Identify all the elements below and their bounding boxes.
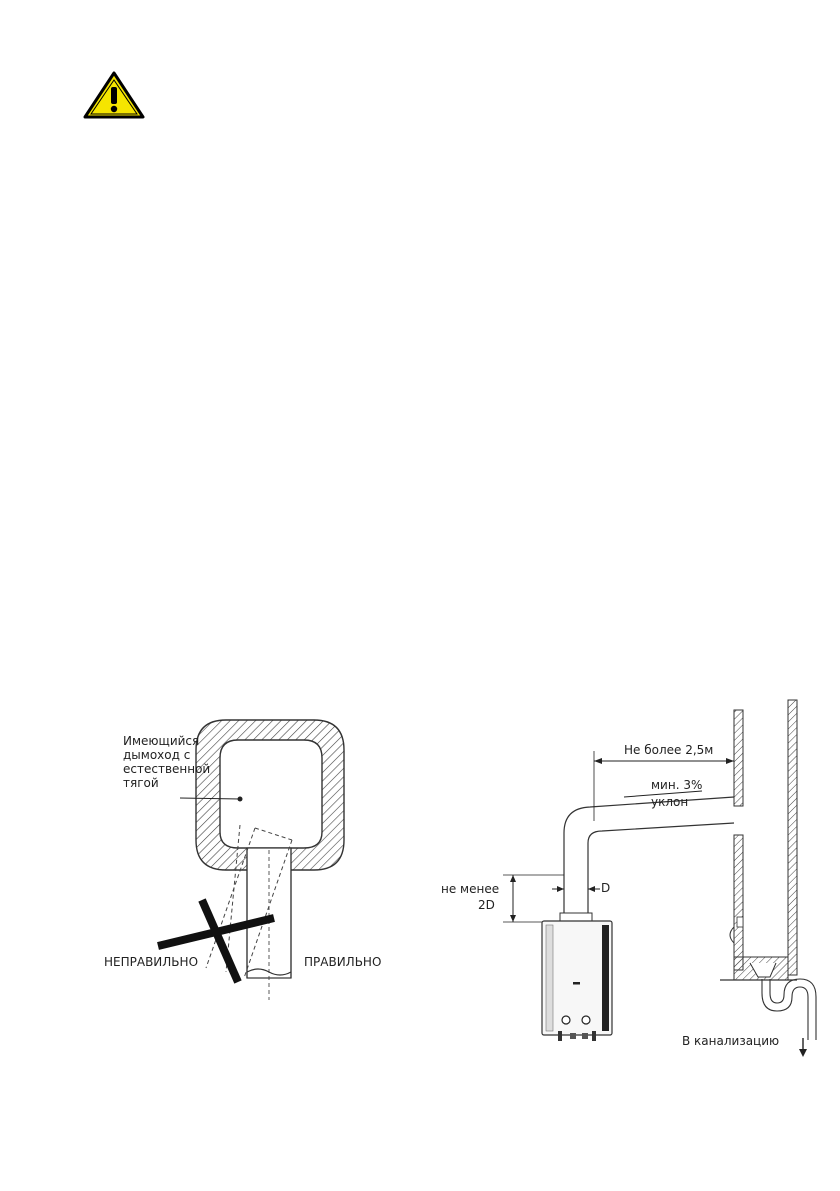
chimney-wall-right: [788, 700, 797, 975]
chimney-wall-left-lower: [734, 835, 743, 970]
diameter-label: D: [601, 881, 610, 895]
water-heater-icon: [542, 913, 612, 1041]
chimney-wall-left-upper: [734, 710, 743, 806]
min-height-label-2: 2D: [478, 898, 495, 912]
min-height-label-1: не менее: [441, 882, 499, 896]
drain-label: В канализацию: [682, 1034, 779, 1048]
wrong-label: НЕПРАВИЛЬНО: [104, 955, 198, 969]
slope-bottom-label: уклон: [651, 795, 688, 809]
drain-trap: [762, 979, 816, 1040]
chimney-label: Имеющийся дымоход с естественной тягой: [123, 734, 213, 790]
warning-sign: [82, 70, 146, 120]
warning-triangle-icon: [82, 70, 146, 120]
max-length-label: Не более 2,5м: [624, 743, 713, 757]
correct-label: ПРАВИЛЬНО: [304, 955, 381, 969]
flue-pipe: [564, 797, 734, 913]
slope-top-label: мин. 3%: [651, 778, 702, 792]
